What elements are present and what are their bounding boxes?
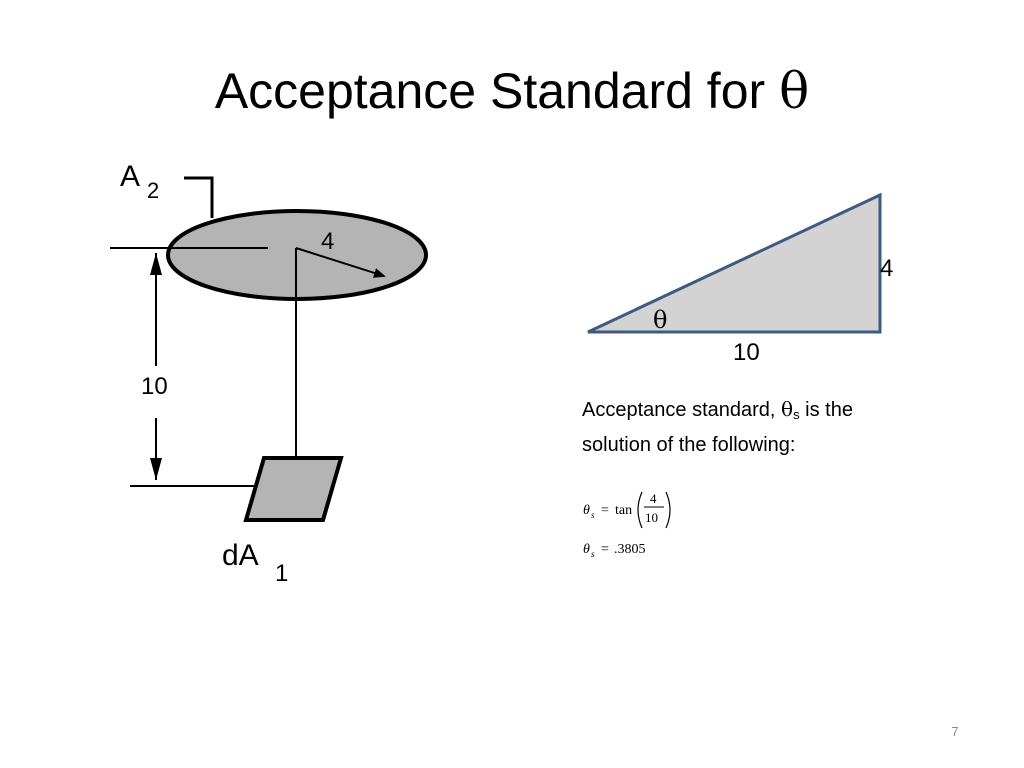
triangle-opposite-label: 4 xyxy=(880,255,893,282)
height-arrowhead-down xyxy=(150,458,162,480)
equation-tan: θ s = tan 4 10 xyxy=(583,491,671,529)
radius-label: 4 xyxy=(321,228,334,255)
right-triangle: θ 4 10 xyxy=(587,192,893,366)
slide-title: Acceptance Standard for θ xyxy=(0,64,1024,119)
description-theta: θ xyxy=(781,397,794,421)
height-label: 10 xyxy=(141,373,168,400)
eq2-value: .3805 xyxy=(614,542,646,557)
theta-symbol: θ xyxy=(779,62,810,120)
height-arrowhead-up xyxy=(150,253,162,275)
triangle-adjacent-label: 10 xyxy=(733,339,760,366)
slide-title-text: Acceptance Standard for xyxy=(214,63,766,119)
eq2-op: = xyxy=(601,542,609,557)
eq1-right-paren xyxy=(665,491,671,529)
eq1-op: = xyxy=(601,503,609,518)
eq1-lhs-sub: s xyxy=(591,510,595,520)
element-da1 xyxy=(243,456,344,522)
disk-leader-line xyxy=(184,176,214,218)
element-label-sub: 1 xyxy=(275,560,288,587)
acceptance-description: Acceptance standard, θs is the solution … xyxy=(582,394,882,460)
description-text-before: Acceptance standard, xyxy=(582,399,776,421)
eq2-lhs-sub: s xyxy=(591,549,595,559)
radius-arrow xyxy=(295,247,386,278)
element-label-prefix: dA xyxy=(222,539,259,572)
eq1-numerator: 4 xyxy=(650,491,657,506)
description-theta-sub: s xyxy=(793,407,800,422)
description-text-after: is the solution of the following: xyxy=(582,399,853,456)
geometry-figure: A 2 4 10 dA 1 xyxy=(110,160,428,587)
eq1-func: tan xyxy=(615,503,632,518)
equation-result: θ s = .3805 xyxy=(583,542,646,559)
eq1-denominator: 10 xyxy=(645,510,658,525)
eq2-lhs: θ xyxy=(583,542,590,557)
triangle-angle-label: θ xyxy=(653,306,667,334)
triangle-shape xyxy=(587,192,882,334)
disk-label-letter: A xyxy=(120,160,140,193)
disk-label-sub: 2 xyxy=(147,178,159,203)
eq1-lhs: θ xyxy=(583,503,590,518)
eq1-left-paren xyxy=(637,491,643,529)
page-number: 7 xyxy=(951,724,959,739)
